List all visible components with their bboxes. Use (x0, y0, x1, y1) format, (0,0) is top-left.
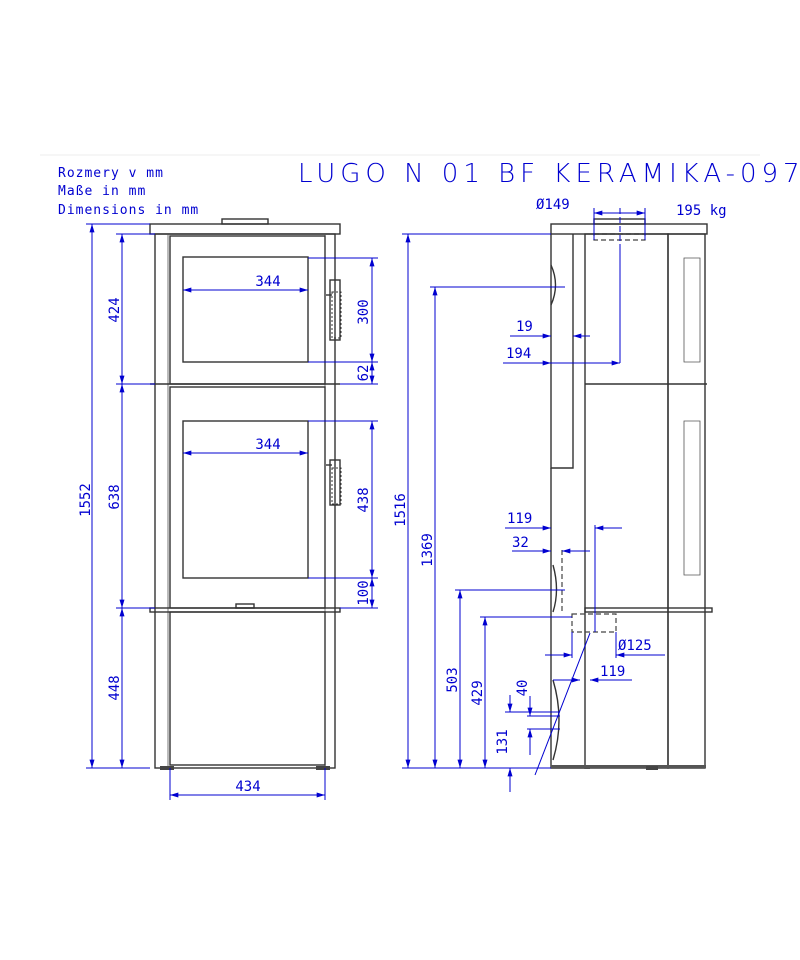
dim-top-offset-small: 19 (516, 319, 533, 335)
lower-door-handle (326, 459, 342, 506)
units-label-en: Dimensions in mm (58, 203, 199, 218)
dim-air-offset: 119 (600, 664, 625, 680)
units-label-de: Maße in mm (58, 184, 146, 199)
dim-rear-flue-height: 503 (445, 667, 461, 692)
dim-bottom-gap: 40 (515, 680, 531, 697)
dim-top-offset: 194 (506, 346, 531, 362)
dim-air-inlet-height: 429 (470, 680, 486, 705)
dim-rear-offset-top: 119 (507, 511, 532, 527)
dim-lower-section: 448 (107, 675, 123, 700)
dim-total-height: 1552 (78, 483, 94, 517)
dim-bottom-height: 131 (495, 729, 511, 754)
units-label-sk: Rozmery v mm (58, 166, 164, 181)
side-view (550, 218, 713, 770)
dim-lower-glass-width: 344 (255, 437, 280, 453)
dim-side-total-height: 1516 (393, 493, 409, 527)
dim-upper-glass-height: 300 (356, 299, 372, 324)
drawing-title: LUGO N 01 BF KERAMIKA-097S (298, 159, 800, 189)
dim-flue-diameter: Ø149 (536, 197, 570, 213)
dim-air-diameter: Ø125 (618, 638, 652, 654)
front-dimensions: 1552 424 638 448 344 344 300 62 438 100 … (78, 223, 378, 800)
dim-flue-height: 1369 (420, 533, 436, 567)
dim-upper-glass-width: 344 (255, 274, 280, 290)
dim-lower-gap: 100 (356, 580, 372, 605)
dim-upper-gap: 62 (356, 365, 372, 382)
weight-label: 195 kg (676, 203, 727, 219)
dim-upper-section: 424 (107, 297, 123, 322)
dim-width: 434 (235, 779, 260, 795)
dim-rear-offset-small: 32 (512, 535, 529, 551)
front-view (149, 218, 342, 770)
dim-middle-section: 638 (107, 484, 123, 509)
upper-door-handle (326, 279, 342, 341)
side-dimensions: Ø149 1516 1369 503 429 131 40 19 194 (393, 197, 665, 792)
dim-lower-glass-height: 438 (356, 487, 372, 512)
